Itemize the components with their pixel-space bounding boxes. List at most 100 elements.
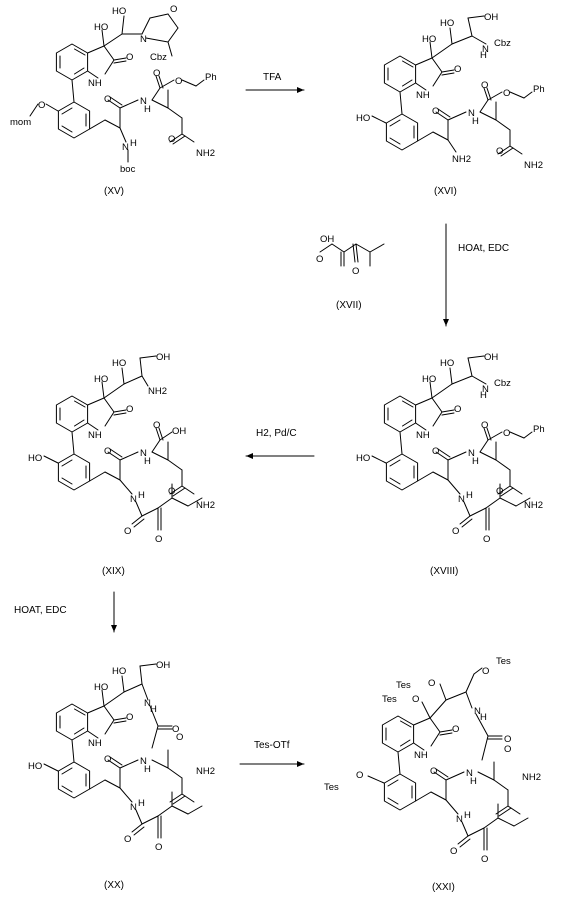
xix-ok2-label: O xyxy=(155,534,162,545)
xvi-ho-ar: HO xyxy=(356,113,370,124)
xv-hn-label: N xyxy=(140,96,147,107)
xx-nh-label: NH xyxy=(88,738,102,749)
xxi-asn-o: O xyxy=(504,744,511,755)
compound-xxi: Tes O Tes O Tes O N H O NH O Tes O O N H… xyxy=(324,656,541,893)
xv-amide-o: O xyxy=(104,94,111,105)
xix-asn-o: O xyxy=(168,486,175,497)
xx-n-top: N xyxy=(144,698,151,709)
xxi-ok1-label: O xyxy=(450,846,457,857)
arrow-step2: HOAt, EDC xyxy=(443,223,509,327)
xvii-caption: (XVII) xyxy=(336,300,362,311)
xviii-ho-label: HO xyxy=(422,374,436,385)
xv-ester-o2: O xyxy=(175,76,182,87)
xxi-o1-label: O xyxy=(428,678,435,689)
xvii-o2-label: O xyxy=(352,266,359,277)
xx-ho-label: HO xyxy=(94,682,108,693)
xix-ho2-label: HO xyxy=(112,358,126,369)
xx-ok2-label: O xyxy=(155,842,162,853)
xviii-hn-label: N xyxy=(468,448,475,459)
xxi-tes3-label: Tes xyxy=(382,694,397,705)
xvi-lactam-o: O xyxy=(454,64,461,75)
xviii-n-label: N xyxy=(482,384,489,395)
xviii-caption: (XVIII) xyxy=(430,566,458,577)
xvi-cbz-label: Cbz xyxy=(494,38,511,49)
xvi-amide-o: O xyxy=(432,106,439,117)
xviii-ho-ar: HO xyxy=(356,453,370,464)
step3-reagent: H2, Pd/C xyxy=(256,428,297,439)
xix-hb-label: H xyxy=(138,490,145,501)
xxi-hn-h: H xyxy=(470,776,477,787)
xviii-ho2-label: HO xyxy=(440,358,454,369)
xvi-nh2-label: NH2 xyxy=(524,160,543,171)
xx-ring-o: O xyxy=(172,724,179,735)
xxi-tes2-label: Tes xyxy=(496,656,511,667)
xix-lactam-o: O xyxy=(126,404,133,415)
xvii-o1-label: O xyxy=(316,254,323,265)
xviii-h-label: H xyxy=(480,390,487,401)
xx-nh2-label: NH2 xyxy=(196,766,215,777)
xv-caption: (XV) xyxy=(104,186,124,197)
xx-hb-label: H xyxy=(138,798,145,809)
xx-oh-top: OH xyxy=(156,660,170,671)
xvii-oh-label: OH xyxy=(320,234,334,245)
xx-asn-o: O xyxy=(176,732,183,743)
xxi-o2-label: O xyxy=(482,666,489,677)
xviii-ok2-label: O xyxy=(483,534,490,545)
xx-nb-label: N xyxy=(130,802,137,813)
xxi-nb-label: N xyxy=(456,814,463,825)
arrow-step5: Tes-OTf xyxy=(239,740,305,767)
xix-hn-h: H xyxy=(144,456,151,467)
xv-ph-label: Ph xyxy=(205,72,217,83)
xvi-hn-label: N xyxy=(468,108,475,119)
xv-mom-o: O xyxy=(38,100,45,111)
xvi-ester-o: O xyxy=(481,80,488,91)
xviii-hn-h: H xyxy=(472,456,479,467)
compound-xvi: OH HO HO N H Cbz O NH O O Ph HO O N H O … xyxy=(356,12,545,197)
compound-xv: HO HO O N Cbz O NH O O Ph mom O O N H O … xyxy=(10,4,217,197)
xv-ho2-label: HO xyxy=(112,6,126,17)
xix-nb-label: N xyxy=(130,494,137,505)
compound-xx: OH HO HO N H O NH O HO O N H O NH2 N H O… xyxy=(28,660,215,891)
xviii-ph-label: Ph xyxy=(533,424,545,435)
xxi-caption: (XXI) xyxy=(432,882,455,893)
compound-xvii: OH O O (XVII) xyxy=(316,234,385,311)
xix-ho-ar: HO xyxy=(28,453,42,464)
xv-nh2-label: NH2 xyxy=(196,148,215,159)
arrow-step4: HOAT, EDC xyxy=(14,591,117,633)
xix-amide-o: O xyxy=(104,446,111,457)
arrow-step3: H2, Pd/C xyxy=(245,428,315,459)
xv-ester-o: O xyxy=(153,68,160,79)
xxi-ring-o: O xyxy=(504,734,511,745)
xx-hn-h: H xyxy=(144,764,151,775)
xvi-ho2-label: HO xyxy=(440,18,454,29)
xx-lactam-o: O xyxy=(126,712,133,723)
xv-asn-o: O xyxy=(168,134,175,145)
xxi-o-ar: O xyxy=(356,770,363,781)
xviii-nh-label: NH xyxy=(416,430,430,441)
compound-xix: OH HO HO NH2 O NH O OH HO O N H O NH2 N … xyxy=(28,352,215,577)
xvi-ho-label: HO xyxy=(422,34,436,45)
xix-acid-o: O xyxy=(153,420,160,431)
xx-caption: (XX) xyxy=(104,880,124,891)
xx-amide-o: O xyxy=(104,754,111,765)
xviii-ester-o2: O xyxy=(503,428,510,439)
xxi-hb-label: H xyxy=(464,810,471,821)
xxi-nh-label: NH xyxy=(414,750,428,761)
step1-reagent: TFA xyxy=(263,72,282,83)
arrow-step1: TFA xyxy=(245,72,305,93)
xv-ho-label: HO xyxy=(94,22,108,33)
xxi-o3-label: O xyxy=(412,694,419,705)
xvi-n-label: N xyxy=(482,44,489,55)
xxi-nh2-label: NH2 xyxy=(522,772,541,783)
xvi-ester-o2: O xyxy=(503,88,510,99)
xxi-amide-o: O xyxy=(430,766,437,777)
xx-ok1-label: O xyxy=(124,834,131,845)
step5-reagent: Tes-OTf xyxy=(254,740,290,751)
xvi-hn-h: H xyxy=(472,116,479,127)
xv-lactam-o: O xyxy=(126,52,133,63)
xix-caption: (XIX) xyxy=(102,566,125,577)
xv-o-ring: O xyxy=(170,4,177,15)
xviii-amide-o: O xyxy=(432,446,439,457)
xviii-cbz-label: Cbz xyxy=(494,378,511,389)
xvi-oh-top: OH xyxy=(484,12,498,23)
